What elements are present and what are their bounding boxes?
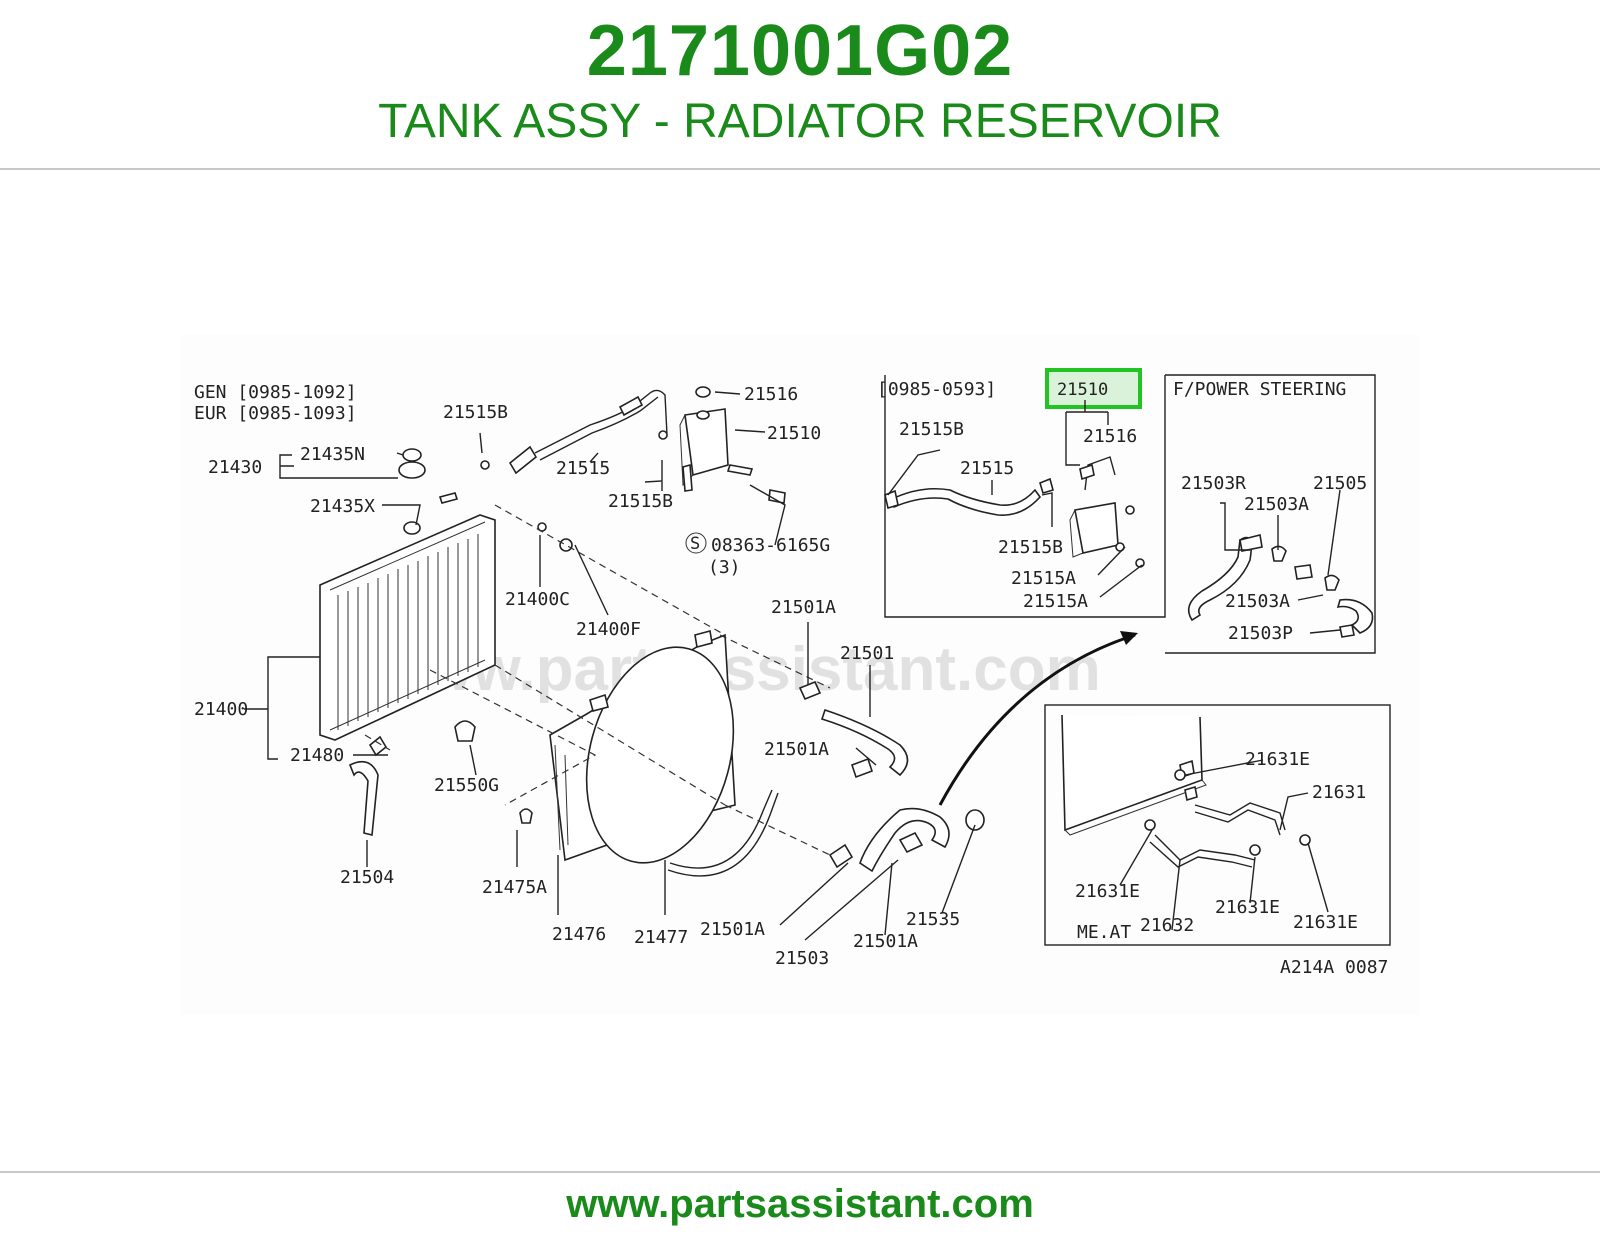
label-21477: 21477: [634, 927, 688, 948]
inset3-label-21631E-right: 21631E: [1293, 912, 1358, 933]
inset1-label-21515B: 21515B: [899, 419, 964, 440]
label-08363-qty: (3): [708, 557, 741, 578]
inset2-label-21503A-bottom: 21503A: [1225, 591, 1290, 612]
diagram-svg: www.partsassistant.com: [194, 368, 1391, 978]
inset2-label-21503P: 21503P: [1228, 623, 1293, 644]
inset1-label-21515A-1: 21515A: [1011, 568, 1076, 589]
header: 2171001G02 TANK ASSY - RADIATOR RESERVOI…: [0, 0, 1600, 168]
label-21476: 21476: [552, 924, 606, 945]
label-21435N: 21435N: [300, 444, 365, 465]
label-21503: 21503: [775, 948, 829, 969]
label-21501A-top: 21501A: [771, 597, 836, 618]
header-divider: [0, 168, 1600, 170]
assembly-dashes: [364, 504, 831, 856]
part-name: TANK ASSY - RADIATOR RESERVOIR: [378, 95, 1222, 148]
watermark: www.partsassistant.com: [375, 635, 1101, 704]
inset3-label-21631E-mid: 21631E: [1215, 897, 1280, 918]
inset2-label-21503R: 21503R: [1181, 473, 1246, 494]
note-eur: EUR [0985-1093]: [194, 403, 357, 424]
label-21504: 21504: [340, 867, 394, 888]
label-21435X: 21435X: [310, 496, 375, 517]
label-21475A: 21475A: [482, 877, 547, 898]
parts-diagram: www.partsassistant.com: [180, 335, 1420, 1015]
inset-me-at-drawing: [1061, 714, 1311, 868]
inset3-label-21631: 21631: [1312, 782, 1366, 803]
leader-lines: [244, 391, 1341, 941]
label-21550G: 21550G: [434, 775, 499, 796]
inset3-label-21631E-left: 21631E: [1075, 881, 1140, 902]
label-21515B: 21515B: [443, 402, 508, 423]
radiator-drawing: [319, 448, 573, 837]
svg-text:S: S: [690, 534, 700, 554]
inset-power-steering-drawing: [1187, 534, 1374, 638]
label-21480: 21480: [290, 745, 344, 766]
fan-shroud-drawing: [519, 630, 779, 877]
footer-url[interactable]: www.partsassistant.com: [566, 1182, 1034, 1226]
label-21430: 21430: [208, 457, 262, 478]
note-diagram-code: A214A 0087: [1280, 957, 1388, 978]
inset3-label-21631E-top: 21631E: [1245, 749, 1310, 770]
inset1-label-21510: 21510: [1057, 380, 1108, 400]
inset-box-me-at: [1044, 704, 1391, 946]
label-21501: 21501: [840, 643, 894, 664]
label-21501A-bottom-left: 21501A: [700, 919, 765, 940]
note-inset-power-steering: F/POWER STEERING: [1173, 379, 1346, 400]
inset1-label-21515: 21515: [960, 458, 1014, 479]
inset1-label-21515B-lower: 21515B: [998, 537, 1063, 558]
inset1-label-21516: 21516: [1083, 426, 1137, 447]
inset-box-power-steering: [1165, 374, 1376, 654]
label-21515B-lower: 21515B: [608, 491, 673, 512]
label-08363-6165G: 08363-6165G: [711, 535, 830, 556]
label-21501A-mid: 21501A: [764, 739, 829, 760]
label-21400F: 21400F: [576, 619, 641, 640]
label-21515: 21515: [556, 458, 610, 479]
lower-hoses-drawing: [798, 680, 985, 873]
label-21400: 21400: [194, 699, 248, 720]
inset1-label-21515A-2: 21515A: [1023, 591, 1088, 612]
highlight-box: [1045, 368, 1142, 409]
note-gen: GEN [0985-1092]: [194, 382, 357, 403]
inset2-label-21505: 21505: [1313, 473, 1367, 494]
reference-arrow: [938, 631, 1138, 806]
label-21501A-bottom-right: 21501A: [853, 931, 918, 952]
part-number: 2171001G02: [586, 11, 1014, 91]
label-21535: 21535: [906, 909, 960, 930]
note-inset-me-at: ME.AT: [1077, 922, 1131, 943]
label-21400C: 21400C: [505, 589, 570, 610]
footer-divider: [0, 1171, 1600, 1173]
inset2-label-21503A-top: 21503A: [1244, 494, 1309, 515]
label-21510: 21510: [767, 423, 821, 444]
note-inset-0985-0593: [0985-0593]: [877, 379, 996, 400]
inset3-label-21632: 21632: [1140, 915, 1194, 936]
label-21516: 21516: [744, 384, 798, 405]
reservoir-tank-drawing: [508, 386, 786, 504]
label-08363-group: S 08363-6165G (3): [685, 532, 830, 578]
